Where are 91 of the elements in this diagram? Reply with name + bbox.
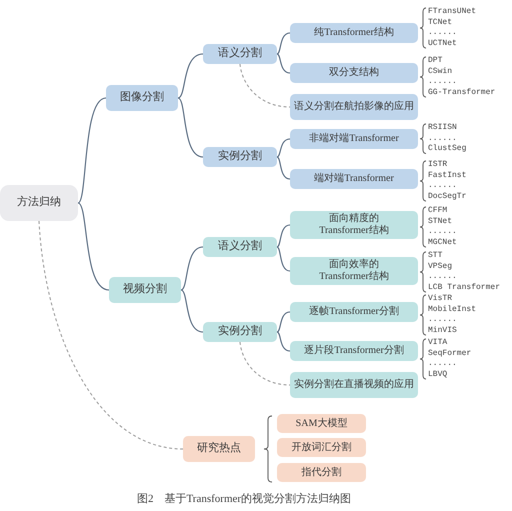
topic-text: 研究热点 [197,442,241,456]
topic-box [290,63,418,83]
topic-box [106,85,178,111]
topic-text: 语义分割 [218,47,262,61]
topic-box [183,436,255,462]
list-item-text: ClustSeg [428,144,466,154]
topic-box [203,237,277,257]
topic-box [290,169,418,189]
list-item-text: SeqFormer [428,348,472,359]
topic-text: 纯Transformer结构 [314,27,394,39]
topic-text: 语义分割在航拍影像的应用 [294,101,414,113]
dashed-connector [240,342,290,386]
topic-text: 实例分割在直播视频的应用 [294,379,414,391]
list-item-text: STNet [428,216,452,227]
topic-box [109,277,181,303]
list-item-text: VisTR [428,294,452,304]
list-item-text: MobileInst [428,304,476,315]
topic-text: 面向效率的Transformer结构 [318,259,390,283]
topic-box [290,23,418,43]
dashed-connector [38,220,184,450]
list-item-text: ...... [428,272,457,282]
topic-text: 语义分割 [218,240,262,254]
list-item-text: MGCNet [428,238,457,248]
topic-text: 视频分割 [123,283,167,297]
list-item-text: TCNet [428,18,452,28]
list-item-text: LCB Transformer [428,282,500,293]
list-item-text: ...... [428,28,457,38]
topic-box [203,322,277,342]
topic-text: 端对端Transformer [314,173,394,185]
topic-box [290,129,418,149]
topic-text: SAM大模型 [296,418,348,430]
topic-text: 双分支结构 [329,67,379,79]
list-item-text: RSIISN [428,123,457,134]
curved-connector [276,54,290,74]
topic-text: 实例分割 [218,325,262,339]
topic-box [290,211,418,239]
caption-text: 图2 基于Transformer的视觉分割方法归纳图 [136,493,352,505]
list-item-text: ...... [428,134,457,144]
topic-text: 逐片段Transformer分割 [304,345,404,357]
list-item-text: ...... [428,77,457,88]
topic-text: 面向精度的Transformer结构 [318,213,390,237]
list-item-text: ...... [428,181,457,192]
curved-connector [276,156,290,180]
list-item-text: FTransUNet [428,7,476,18]
curved-connector [78,202,110,291]
list-item-text: DocSegTr [428,192,466,202]
topic-text: 非端对端Transformer [309,133,399,145]
topic-text: 逐帧Transformer分割 [309,306,399,318]
list-item-text: DPT [428,56,442,66]
topic-text: 开放词汇分割 [292,442,352,454]
topic-box [290,302,418,322]
topic-box [277,438,366,457]
curved-connector [276,138,290,158]
curved-connector [180,290,204,333]
topic-box [277,414,366,433]
topic-box [277,463,366,482]
topic-box [290,341,418,361]
list-item-text: FastInst [428,170,466,181]
curved-connector [276,246,290,272]
topic-box [203,44,277,64]
curved-connector [78,97,106,204]
list-item-text: CFFM [428,206,448,216]
dashed-connector [240,64,290,108]
curved-connector [276,224,290,248]
curved-connector [276,311,290,332]
list-item-text: ISTR [428,160,448,170]
topic-box [0,185,78,221]
list-item-text: VPSeg [428,262,452,272]
topic-box [290,94,418,120]
list-item-text: MinVIS [428,326,457,336]
curved-connector [178,53,204,98]
topic-text: 方法归纳 [17,196,61,210]
list-item-text: VITA [428,338,448,348]
topic-box [203,147,277,167]
list-item-text: ...... [428,227,457,238]
list-item-text: UCTNet [428,38,457,49]
topic-text: 图像分割 [120,91,164,105]
list-item-text: STT [428,251,442,262]
curved-connector [178,98,204,158]
list-item-text: ...... [428,359,457,370]
curved-connector [276,32,290,54]
topic-text: 指代分割 [302,466,342,478]
list-item-text: LBVQ [428,370,448,380]
topic-text: 实例分割 [218,150,262,164]
topic-box [290,372,418,398]
topic-box [290,257,418,285]
list-item-text: CSwin [428,66,452,77]
curved-connector [276,332,290,352]
curved-connector [180,246,204,290]
list-item-text: GG-Transformer [428,88,496,98]
list-item-text: ...... [428,315,457,326]
